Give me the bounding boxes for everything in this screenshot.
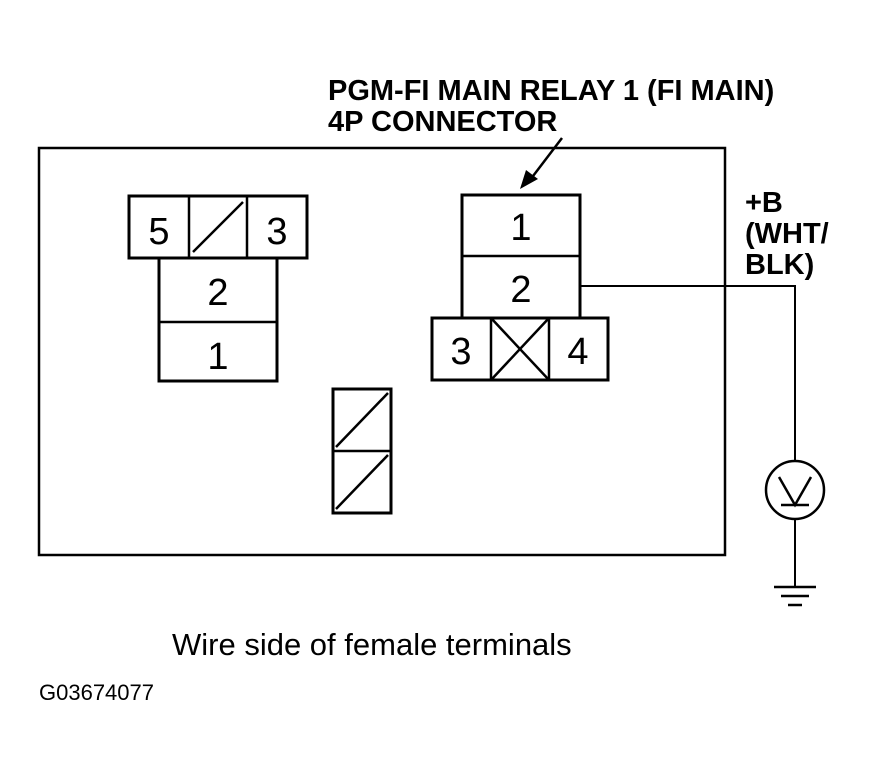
voltmeter-icon (764, 459, 826, 521)
test-wire (580, 285, 796, 461)
left-connector: 5 3 2 1 (127, 194, 309, 383)
diagram-caption: Wire side of female terminals (172, 627, 572, 662)
figure-code: G03674077 (39, 680, 154, 705)
left-terminal-2: 2 (207, 272, 228, 314)
left-terminal-3: 3 (266, 211, 287, 253)
connector-title-line2: 4P CONNECTOR (328, 106, 557, 138)
left-terminal-5: 5 (148, 211, 169, 253)
voltmeter-symbol-text: V (795, 499, 796, 501)
power-label-line2: (WHT/ (745, 218, 829, 250)
arrow-icon (520, 137, 563, 189)
connector-housing-outline (37, 146, 727, 557)
left-terminal-1: 1 (207, 336, 228, 378)
right-terminal-1: 1 (510, 207, 531, 249)
right-connector-4p: 1 2 3 4 (430, 193, 610, 382)
right-terminal-2: 2 (510, 269, 531, 311)
right-terminal-3: 3 (450, 331, 471, 373)
power-label-line3: BLK) (745, 249, 814, 281)
ground-icon (774, 585, 816, 607)
power-label-line1: +B (745, 187, 783, 219)
blank-cavity-slash (192, 201, 244, 253)
connector-title-line1: PGM-FI MAIN RELAY 1 (FI MAIN) (328, 75, 774, 107)
center-blank-cavities (331, 387, 393, 515)
right-terminal-4: 4 (567, 331, 588, 373)
